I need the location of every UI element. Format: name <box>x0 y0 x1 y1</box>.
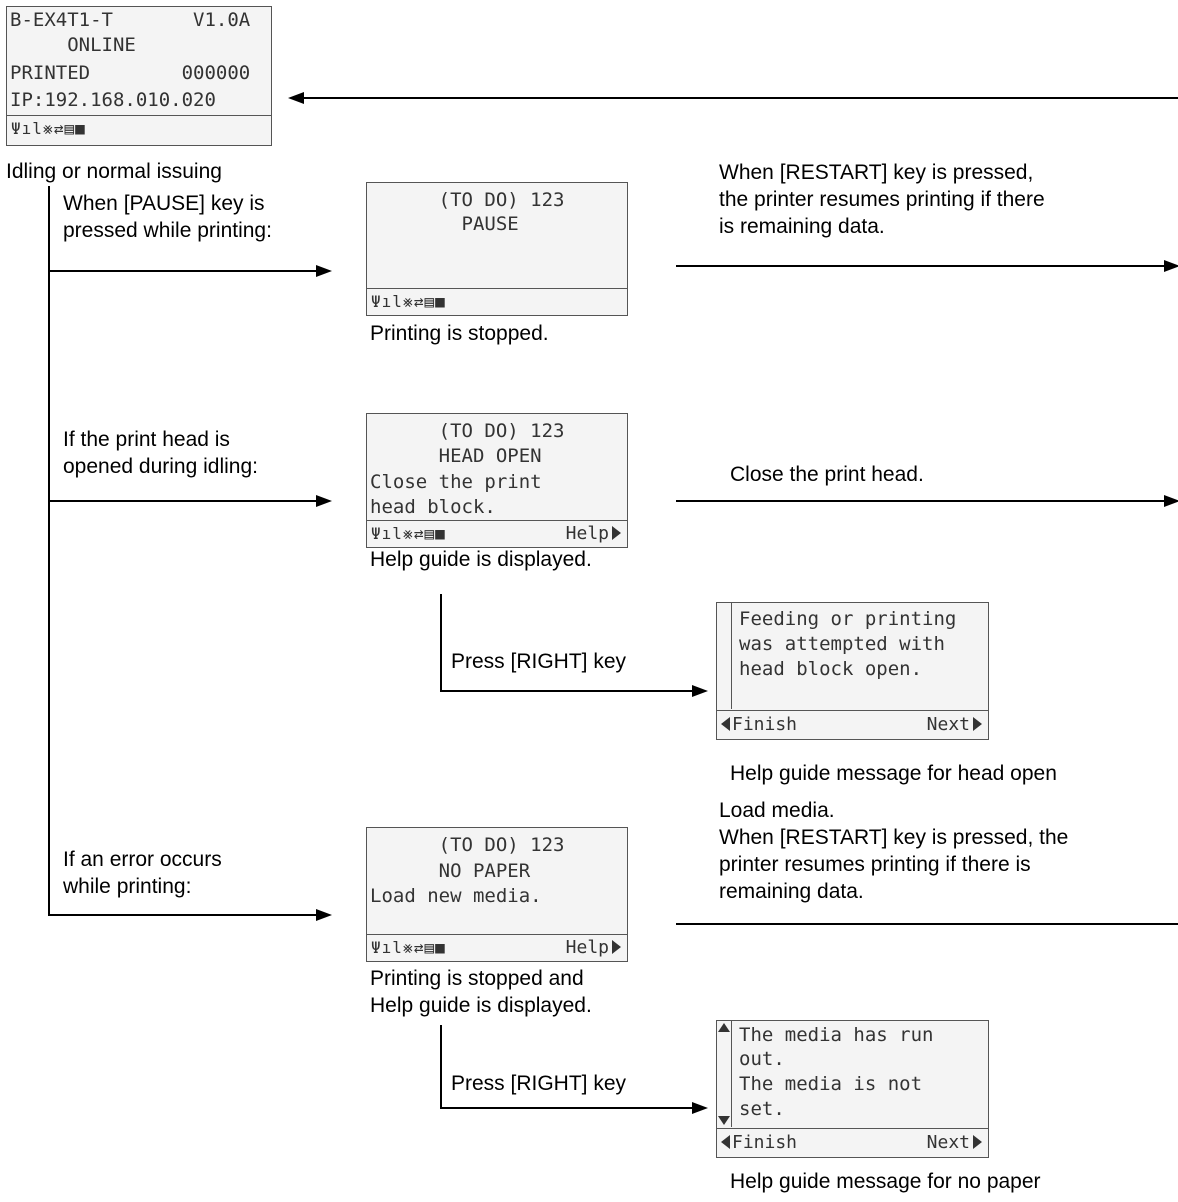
lcd-message-line1: Load new media. <box>370 885 542 907</box>
error-condition: If an error occurs while printing: <box>63 848 222 898</box>
help-label: Help <box>565 523 609 544</box>
next-option: Next <box>927 1133 982 1153</box>
help-text-line1: Feeding or printing <box>739 608 957 630</box>
no-paper-help-caption: Help guide message for no paper <box>730 1170 1041 1193</box>
lcd-idle-screen: B-EX4T1-T V1.0A ONLINE PRINTED 000000 IP… <box>6 6 272 146</box>
no-paper-help-line-h <box>440 1107 692 1109</box>
head-open-branch-line <box>49 500 317 502</box>
lcd-head-open-screen: (TO DO) 123 HEAD OPEN Close the print he… <box>366 413 628 548</box>
help-text-line2: was attempted with <box>739 633 945 655</box>
close-head-arrowhead <box>1164 495 1178 507</box>
finish-option: Finish <box>721 715 797 735</box>
lcd-head-open-status: HEAD OPEN <box>370 445 542 467</box>
status-icons: Ψıl⨳⇄▤■ <box>371 292 446 311</box>
lcd-no-paper-screen: (TO DO) 123 NO PAPER Load new media. Ψıl… <box>366 827 628 962</box>
scroll-bar <box>717 603 732 709</box>
lcd-message-line2: head block. <box>370 496 496 518</box>
lcd-pause-screen: (TO DO) 123 PAUSE Ψıl⨳⇄▤■ <box>366 182 628 316</box>
head-open-help-line-v <box>440 594 442 691</box>
lcd-head-open-help-screen: Feeding or printing was attempted with h… <box>716 602 989 740</box>
close-head-line <box>676 500 1166 502</box>
head-open-press-right: Press [RIGHT] key <box>451 650 627 673</box>
left-triangle-icon <box>721 717 730 731</box>
right-triangle-icon <box>612 940 621 954</box>
lcd-no-paper-status: NO PAPER <box>370 860 531 882</box>
return-arrowhead <box>288 92 304 104</box>
lcd-pause-status: PAUSE <box>370 213 519 235</box>
return-line <box>300 97 1178 99</box>
load-media-note: Load media. When [RESTART] key is presse… <box>719 799 1069 903</box>
pause-caption: Printing is stopped. <box>370 322 549 345</box>
lcd-divider <box>717 710 988 711</box>
error-arrowhead <box>316 909 332 921</box>
status-icons: Ψıl⨳⇄▤■ <box>371 524 446 543</box>
lcd-no-paper-help-screen: The media has run out. The media is not … <box>716 1020 989 1158</box>
right-triangle-icon <box>612 526 621 540</box>
no-paper-caption: Printing is stopped and Help guide is di… <box>370 967 592 1017</box>
right-triangle-icon <box>973 1135 982 1149</box>
head-open-arrowhead <box>316 495 332 507</box>
finish-option: Finish <box>721 1133 797 1153</box>
left-triangle-icon <box>721 1135 730 1149</box>
help-text-line1: The media has run <box>739 1024 934 1046</box>
lcd-todo-count: (TO DO) 123 <box>370 420 565 442</box>
scroll-up-icon <box>718 1023 730 1032</box>
pause-arrowhead <box>316 265 332 277</box>
help-text-line2: out. <box>739 1048 785 1070</box>
right-triangle-icon <box>973 717 982 731</box>
lcd-divider <box>367 520 627 521</box>
no-paper-press-right: Press [RIGHT] key <box>451 1072 627 1095</box>
restart-arrowhead <box>1164 260 1178 272</box>
idle-label: Idling or normal issuing <box>6 160 222 183</box>
pause-condition: When [PAUSE] key is pressed while printi… <box>63 192 272 242</box>
head-open-help-arrowhead <box>692 685 708 697</box>
restart-note: When [RESTART] key is pressed, the print… <box>719 161 1045 238</box>
lcd-divider <box>717 1128 988 1129</box>
head-open-help-caption: Help guide message for head open <box>730 762 1057 785</box>
error-branch-line <box>49 914 317 916</box>
status-icons: Ψıl⨳⇄▤■ <box>11 119 86 138</box>
lcd-divider <box>7 115 271 116</box>
no-paper-help-arrowhead <box>692 1102 708 1114</box>
pause-branch-line <box>49 270 317 272</box>
flow-trunk <box>48 186 50 916</box>
head-open-condition: If the print head is opened during idlin… <box>63 428 258 478</box>
lcd-todo-count: (TO DO) 123 <box>370 834 565 856</box>
help-indicator: Help <box>566 524 621 544</box>
lcd-divider <box>367 288 627 289</box>
restart-line <box>676 265 1166 267</box>
close-head-note: Close the print head. <box>730 463 924 486</box>
help-text-line3: The media is not <box>739 1073 923 1095</box>
load-media-line <box>676 923 1178 925</box>
lcd-status-online: ONLINE <box>10 34 136 56</box>
scroll-down-icon <box>718 1116 730 1125</box>
lcd-model-version: B-EX4T1-T V1.0A <box>10 9 251 31</box>
scroll-bar <box>717 1021 732 1127</box>
no-paper-help-line-v <box>440 1025 442 1108</box>
lcd-todo-count: (TO DO) 123 <box>370 189 565 211</box>
lcd-ip-address: IP:192.168.010.020 <box>10 89 216 111</box>
status-icons: Ψıl⨳⇄▤■ <box>371 938 446 957</box>
help-label: Help <box>565 937 609 958</box>
lcd-divider <box>367 934 627 935</box>
lcd-message-line1: Close the print <box>370 471 542 493</box>
help-text-line4: set. <box>739 1098 785 1120</box>
help-indicator: Help <box>566 938 621 958</box>
lcd-printed-count: PRINTED 000000 <box>10 62 251 84</box>
help-text-line3: head block open. <box>739 658 923 680</box>
head-open-caption: Help guide is displayed. <box>370 548 592 571</box>
head-open-help-line-h <box>440 690 692 692</box>
next-option: Next <box>927 715 982 735</box>
